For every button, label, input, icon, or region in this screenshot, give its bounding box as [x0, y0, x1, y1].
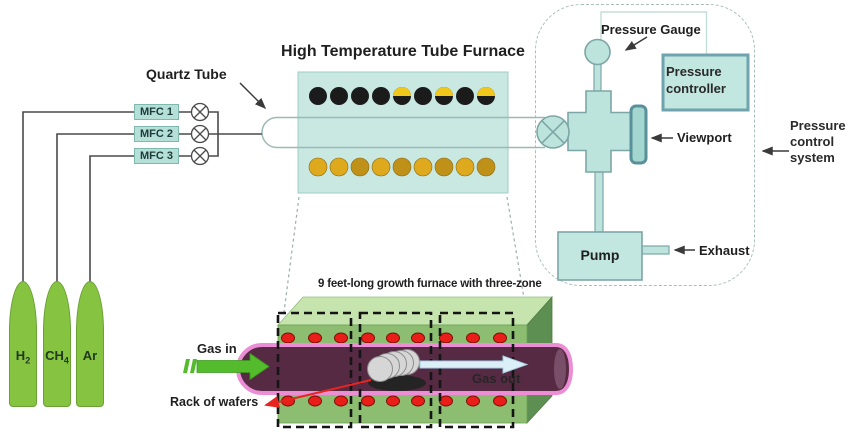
inset-top-face: [277, 296, 553, 326]
rack-of-wafers-arrow: [264, 379, 372, 408]
pressure-control-system-label: Pressure control system: [790, 118, 846, 166]
cross-fitting: [567, 90, 634, 173]
zone-boxes: [276, 311, 515, 429]
inset-heaters-top: [281, 332, 507, 344]
gas-out-label: Gas out: [472, 371, 521, 386]
quartz-tube-arrow: [239, 82, 267, 110]
pressure-gauge-arrow: [624, 36, 648, 51]
pressure-controller-label: Pressure controller: [666, 63, 726, 97]
wafer-boat: [367, 349, 426, 391]
tube-opening: [554, 349, 566, 389]
cylinder-ch4-label: CH4: [45, 348, 69, 366]
cylinder-ar: Ar: [76, 281, 104, 407]
mfc-1-box: MFC 1: [134, 104, 179, 120]
pcs-line1: Pressure: [790, 118, 846, 133]
inset-title: 9 feet-long growth furnace with three-zo…: [318, 278, 542, 290]
pcs-line2: control: [790, 134, 835, 149]
controller-signal-line: [600, 11, 708, 54]
pressure-controller-line2: controller: [666, 81, 726, 96]
callout-lines: [283, 196, 525, 313]
mfc-2-box: MFC 2: [134, 126, 179, 142]
furnace-heater-row-bottom: [308, 157, 496, 177]
pressure-controller-line1: Pressure: [666, 64, 722, 79]
inset-heaters-bottom: [281, 395, 507, 407]
mfc-3-box: MFC 3: [134, 148, 179, 164]
main-valve: [536, 115, 570, 149]
pump-box: [557, 231, 643, 281]
gas-pipes: [22, 111, 262, 282]
viewport-flange: [629, 104, 648, 165]
cylinder-ch4: CH4: [43, 281, 71, 407]
cylinder-ar-label: Ar: [82, 348, 98, 363]
pressure-control-system-boundary: [535, 4, 755, 286]
quartz-tube: [261, 116, 545, 149]
viewport-label: Viewport: [677, 130, 732, 145]
pump-label: Pump: [580, 247, 620, 263]
furnace-heater-row-top: [309, 87, 495, 105]
pcs-line3: system: [790, 150, 835, 165]
quartz-tube-label: Quartz Tube: [146, 66, 227, 82]
pressure-gauge-label: Pressure Gauge: [601, 22, 701, 37]
cylinder-h2: H2: [9, 281, 37, 407]
annotation-arrows: [239, 36, 789, 255]
mfc-valves: [190, 102, 210, 166]
pressure-gauge-head: [584, 38, 611, 66]
gas-in-arrow: [183, 352, 270, 381]
rack-of-wafers-label: Rack of wafers: [170, 395, 259, 409]
gas-out-arrow: [419, 355, 529, 374]
cylinder-h2-label: H2: [15, 348, 31, 366]
exhaust-label: Exhaust: [699, 243, 750, 258]
inset-growth-furnace: [183, 295, 574, 429]
gas-in-label: Gas in: [197, 341, 237, 356]
pressure-controller-box: [661, 53, 750, 112]
furnace-title: High Temperature Tube Furnace: [281, 43, 525, 60]
